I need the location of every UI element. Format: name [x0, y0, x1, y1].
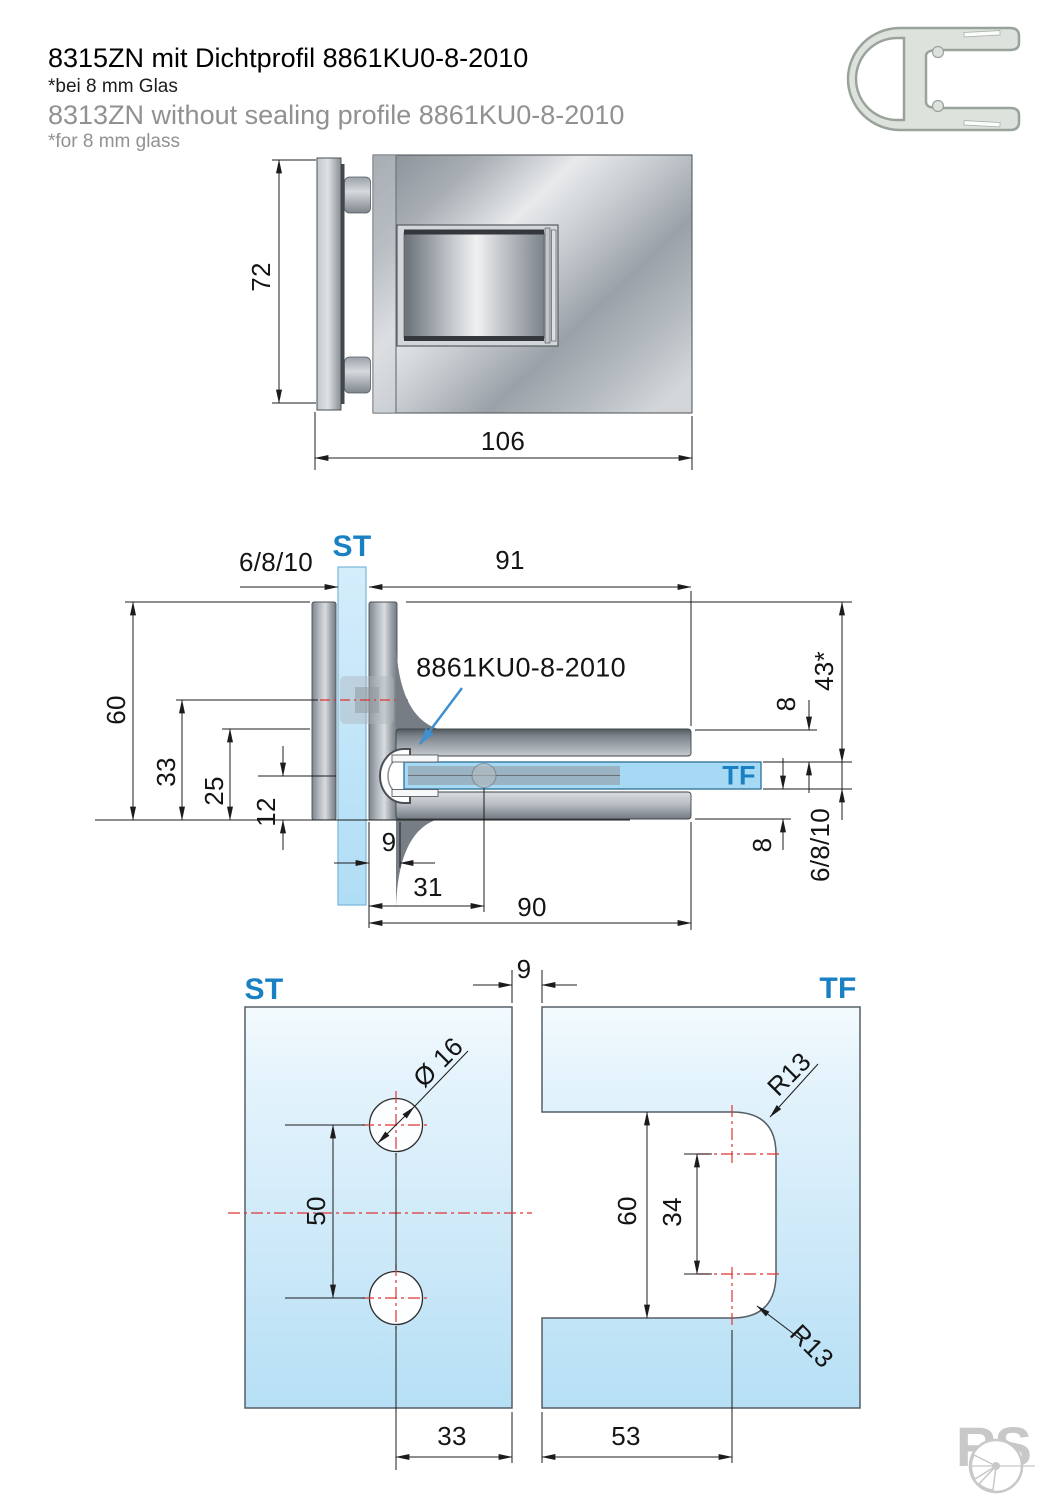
- dim-width-106: 106: [480, 426, 526, 456]
- seal-callout-arrow: [419, 687, 463, 745]
- section-view-dimensions: [95, 584, 852, 930]
- dim-gap-9: 9: [516, 954, 532, 984]
- dim-door-glass-thickness: 6/8/10: [805, 807, 835, 883]
- title-english: 8313ZN without sealing profile 8861KU0-8…: [48, 100, 625, 130]
- mounting-plate: [316, 157, 342, 411]
- centerlines: [228, 1091, 782, 1332]
- seal-leg-top: [391, 754, 439, 763]
- door-jaw-top: [395, 728, 692, 757]
- clamp-roller: [403, 232, 545, 339]
- dim-top-edge-43: 43*: [809, 651, 839, 691]
- hinge-pin-top: [344, 176, 371, 214]
- rs-logo-mark: [968, 1438, 1035, 1494]
- dim-glass-axis-12: 12: [251, 797, 281, 827]
- dim-screw-offset-31: 31: [413, 872, 443, 902]
- front-view: [272, 154, 693, 470]
- hinge-pin-bottom: [344, 356, 371, 394]
- dim-length-91: 91: [495, 545, 525, 575]
- door-jaw-bottom: [395, 791, 692, 820]
- glass-prep-view: [228, 970, 861, 1470]
- dim-hole-offset-33: 33: [437, 1421, 467, 1451]
- clamp-screw: [471, 763, 497, 788]
- dim-screw-axis-33: 33: [151, 757, 181, 787]
- dim-radius-centers-34: 34: [657, 1197, 687, 1227]
- seal-profile-callout: 8861KU0-8-2010: [416, 652, 626, 683]
- fixed-glass-st: [337, 566, 367, 906]
- section-view: [95, 566, 852, 930]
- dim-top-gap-8: 8: [771, 696, 801, 712]
- glass-prep-dimensions: [285, 970, 819, 1470]
- label-st-prep: ST: [244, 973, 284, 1006]
- dim-bottom-gap-8: 8: [747, 837, 777, 853]
- dim-cutout-height-60: 60: [612, 1196, 642, 1226]
- clamp-plate-left: [311, 601, 337, 821]
- dim-overall-height-60: 60: [101, 695, 131, 725]
- seal-leg-bottom: [391, 789, 439, 797]
- dim-pivot-offset-9: 9: [381, 827, 397, 857]
- subtitle-german: *bei 8 mm Glas: [48, 76, 178, 97]
- label-tf-prep: TF: [819, 972, 857, 1005]
- dim-jaw-top-25: 25: [199, 776, 229, 806]
- front-view-dimensions: [272, 159, 693, 470]
- dim-glass-thickness: 6/8/10: [238, 547, 314, 577]
- subtitle-english: *for 8 mm glass: [48, 131, 180, 152]
- title-german: 8315ZN mit Dichtprofil 8861KU0-8-2010: [48, 43, 529, 73]
- fixed-panel-st: [244, 1006, 513, 1409]
- dim-height-72: 72: [246, 262, 276, 292]
- dim-clamp-length-90: 90: [517, 892, 547, 922]
- label-tf-section: TF: [722, 760, 756, 791]
- plate-edge: [341, 164, 345, 404]
- label-st-section: ST: [332, 530, 372, 563]
- dim-cutout-width-53: 53: [611, 1421, 641, 1451]
- seal-profile-icon: [846, 26, 1021, 132]
- dim-hole-spacing-50: 50: [301, 1196, 331, 1226]
